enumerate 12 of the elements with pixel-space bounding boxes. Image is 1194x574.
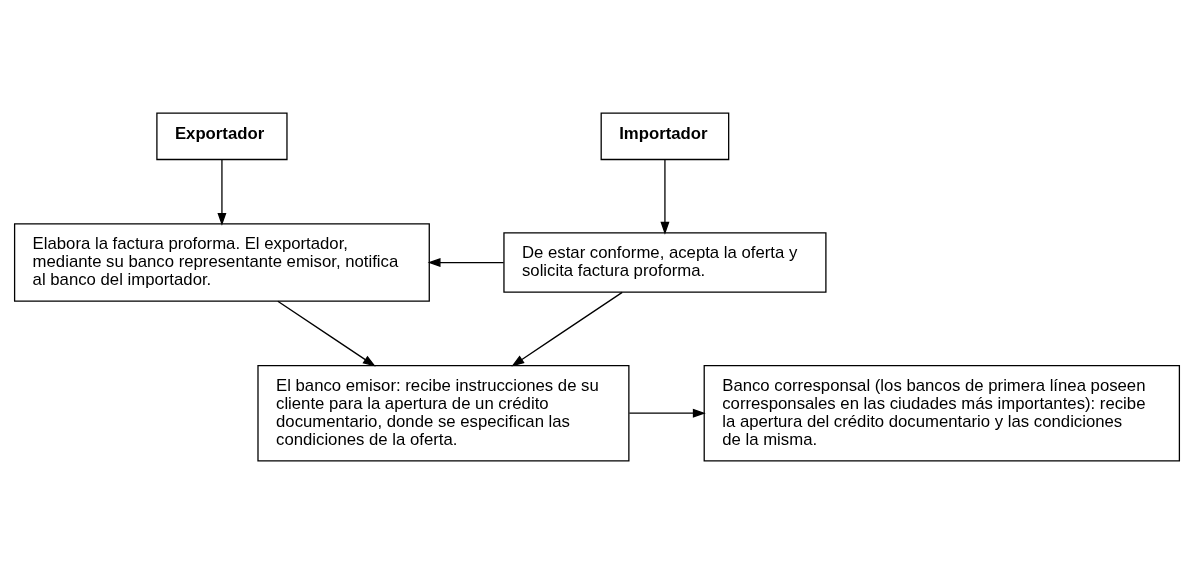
arrow bbox=[277, 300, 376, 367]
arrow bbox=[660, 159, 670, 235]
node-box: Elabora la factura proforma. El exportador, mediante su banco representante emisor, notifica al banco del importador. bbox=[13, 223, 430, 302]
arrow bbox=[511, 291, 623, 367]
node-box: Exportador bbox=[156, 112, 288, 161]
node-box: Banco corresponsal (los bancos de primera línea poseen corresponsales en las ciudades más importantes): recibe la apertura del crédito documentario y las condiciones de la misma. bbox=[703, 364, 1181, 462]
node-box: Importador bbox=[600, 112, 730, 161]
node-box: De estar conforme, acepta la oferta y solicita factura proforma. bbox=[503, 232, 827, 293]
arrow bbox=[217, 159, 227, 226]
arrow bbox=[427, 258, 505, 268]
node-box: El banco emisor: recibe instrucciones de su cliente para la apertura de un crédito documentario, donde se especifican las condiciones de la oferta. bbox=[257, 364, 630, 462]
arrow bbox=[628, 408, 706, 418]
